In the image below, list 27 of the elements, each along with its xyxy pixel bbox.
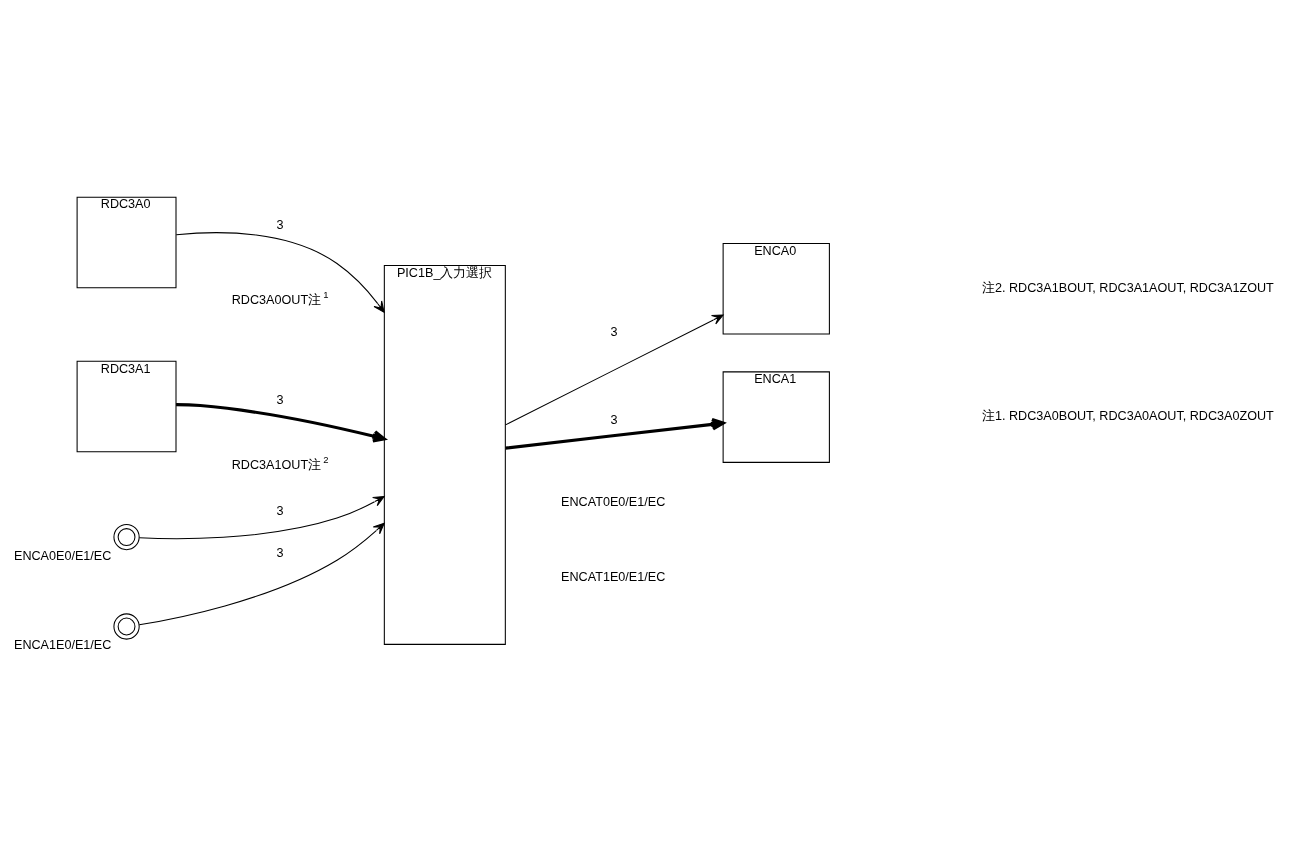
arrow [138,495,385,540]
node-label: ENCA0E0/E1/EC [13,548,111,563]
edge-label: 3 [275,393,283,408]
node-circle [112,613,140,640]
arrow [138,522,385,626]
node-box: ENCA0 [722,242,830,335]
node-circle [112,523,140,551]
node-box: PIC1B_入力選択 [383,265,506,645]
node-label: ENCA1E0/E1/EC [13,638,111,653]
node-box: RDC3A1 [76,360,177,453]
node-box: ENCA1 [722,371,830,463]
edge-label: 3 [610,324,618,339]
edge-label: 3 [275,545,283,560]
edge-label: 3 [610,413,618,428]
label: RDC3A0OUT注$^{1}$ [231,289,329,307]
edge-label: 3 [275,218,283,233]
node-box: RDC3A0 [76,196,177,289]
arrow [504,418,725,450]
label: 注2. RDC3A1BOUT, RDC3A1AOUT, RDC3A1ZOUT [981,281,1274,296]
label: RDC3A1OUT注$^{2}$ [231,454,329,472]
label: ENCAT0E0/E1/EC [560,494,665,509]
arrow [175,403,386,443]
arrow [175,232,385,313]
arrow [504,314,724,426]
label: 注1. RDC3A0BOUT, RDC3A0AOUT, RDC3A0ZOUT [981,409,1274,424]
edge-label: 3 [275,503,283,518]
label: ENCAT1E0/E1/EC [560,570,665,585]
